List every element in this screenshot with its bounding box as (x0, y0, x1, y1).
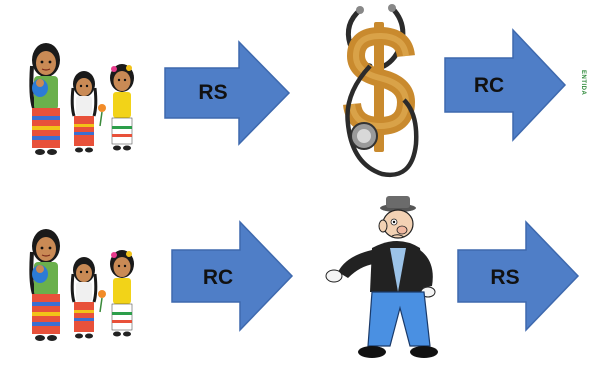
flow-arrow-rc-2 (171, 220, 294, 332)
girl-figure-middle (70, 71, 106, 153)
flow-arrow-rc-1 (444, 28, 567, 142)
mother-figure (29, 43, 60, 155)
flow-arrow-rs-1 (164, 40, 291, 146)
dollar-stethoscope-icon (343, 4, 419, 178)
arrow-label-rs-2: RS (490, 266, 520, 289)
poor-man-empty-pockets-illustration (325, 196, 438, 358)
arrow-label-rc-2: RC (202, 266, 234, 289)
girl-figure-right (110, 250, 134, 337)
family-illustration (29, 43, 134, 155)
family-illustration-2 (29, 229, 134, 341)
edge-entity-text: ENTIDA (580, 70, 586, 96)
mother-figure (29, 229, 60, 341)
dollar-sign (343, 22, 416, 152)
arrow-label-rc-1: RC (473, 74, 505, 97)
flow-arrow-rs-2 (457, 220, 580, 332)
girl-figure-right (110, 64, 134, 151)
arrow-label-rs-1: RS (198, 81, 228, 104)
girl-figure-middle (70, 257, 106, 339)
